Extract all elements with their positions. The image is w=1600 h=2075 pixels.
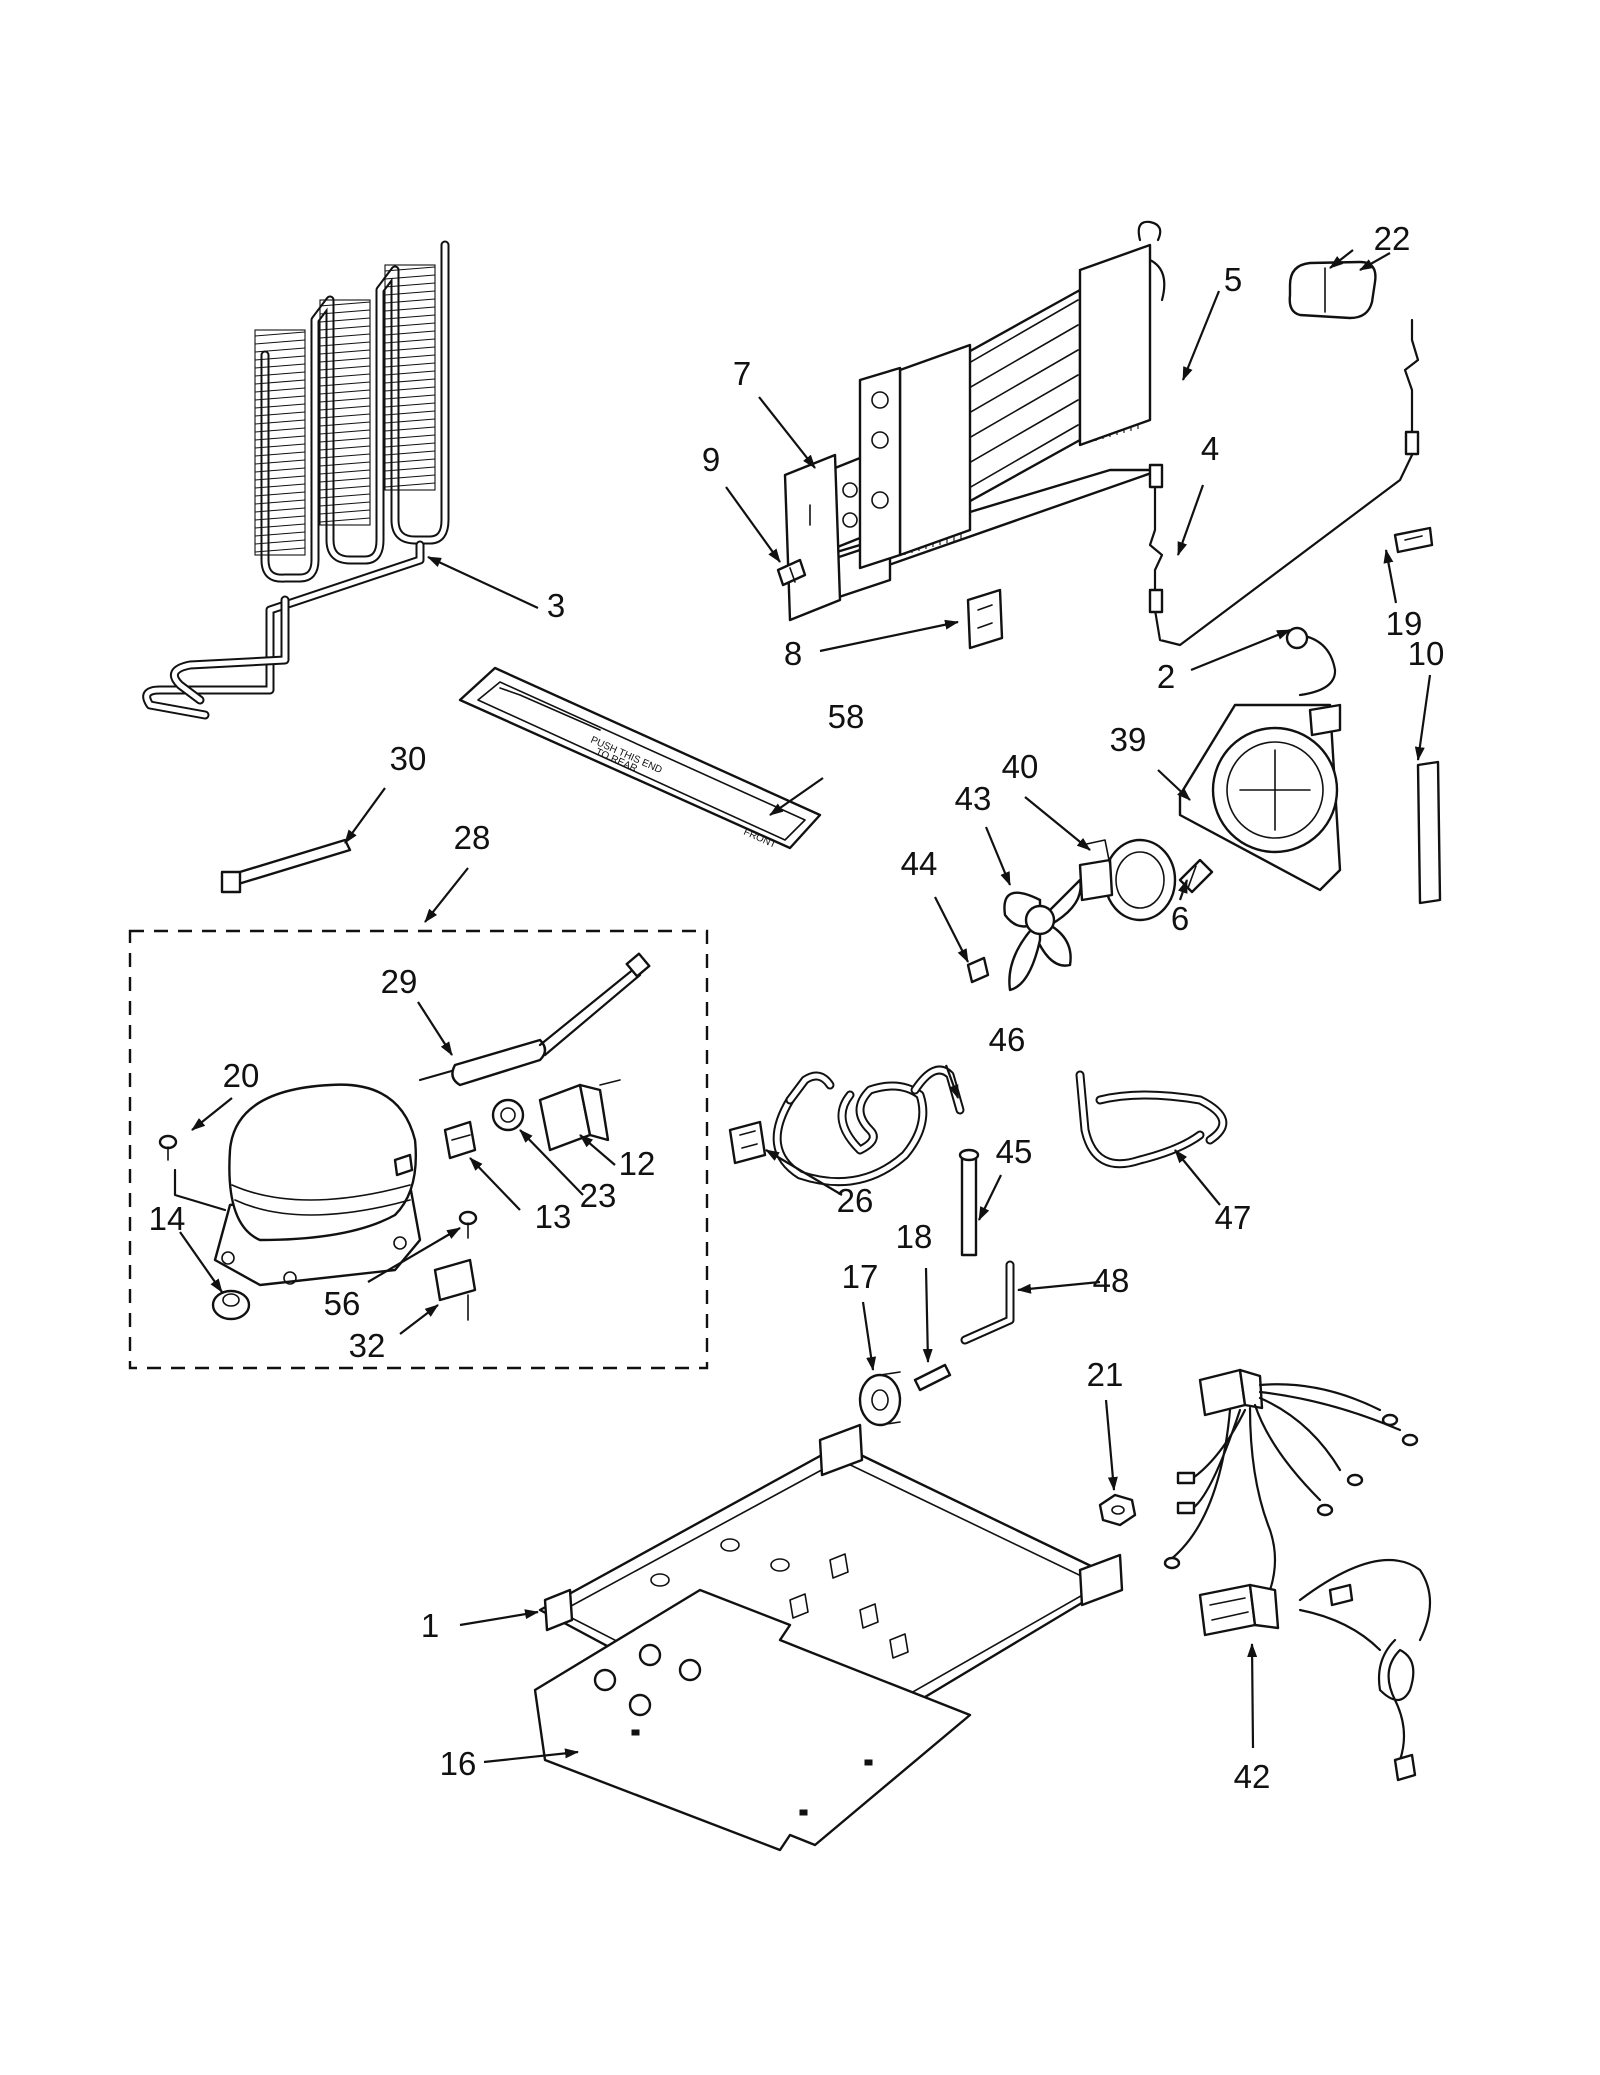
callout-12: 12 xyxy=(619,1145,656,1182)
callout-labels: 1 2 3 4 5 6 7 8 9 10 12 13 14 16 17 18 1… xyxy=(149,220,1445,1795)
callout-56: 56 xyxy=(324,1285,361,1322)
callout-14: 14 xyxy=(149,1200,186,1237)
tube-46-part xyxy=(772,1065,965,1187)
capacitor-32-part xyxy=(433,1258,477,1321)
relay-cover-part xyxy=(538,1079,621,1152)
fan-shroud-part xyxy=(1178,703,1342,892)
callout-42: 42 xyxy=(1234,1758,1271,1795)
sensor-2-part xyxy=(1285,626,1337,697)
callout-10: 10 xyxy=(1408,635,1445,672)
callout-19: 19 xyxy=(1386,605,1423,642)
callout-26: 26 xyxy=(837,1182,874,1219)
wire-harness-part xyxy=(1163,1368,1431,1782)
nut-21-part xyxy=(1098,1493,1137,1527)
fan-blade-part xyxy=(1003,878,1082,992)
insulation-pad-part xyxy=(533,1588,972,1852)
callout-1: 1 xyxy=(421,1607,439,1644)
callout-13: 13 xyxy=(535,1198,572,1235)
callout-45: 45 xyxy=(996,1133,1033,1170)
callout-7: 7 xyxy=(733,355,751,392)
evaporator-cover-part xyxy=(783,453,842,622)
screw-56-part xyxy=(458,1210,478,1239)
grommet-14-part xyxy=(211,1289,251,1321)
tube-48-part xyxy=(960,1260,1015,1345)
drain-tray-part: PUSH THIS END TO REAR FRONT xyxy=(458,666,822,851)
callout-18: 18 xyxy=(896,1218,933,1255)
callout-17: 17 xyxy=(842,1258,879,1295)
overload-23-part xyxy=(491,1098,525,1132)
callout-29: 29 xyxy=(381,963,418,1000)
screw-6-part xyxy=(1178,858,1214,894)
callout-58: 58 xyxy=(828,698,865,735)
clip-44-part xyxy=(966,956,990,984)
strip-10-part xyxy=(1416,760,1442,905)
roller-17-part xyxy=(858,1371,902,1427)
tie-strap-part xyxy=(220,838,352,894)
callout-8: 8 xyxy=(784,635,802,672)
callout-43: 43 xyxy=(955,780,992,817)
callout-39: 39 xyxy=(1110,721,1147,758)
callout-30: 30 xyxy=(390,740,427,777)
callout-40: 40 xyxy=(1002,748,1039,785)
compressor-part xyxy=(173,1083,422,1287)
clip-26-part xyxy=(728,1120,767,1165)
compressor-kit-box xyxy=(128,929,709,1370)
cover-22-part xyxy=(1288,260,1377,320)
callout-48: 48 xyxy=(1093,1262,1130,1299)
callout-23: 23 xyxy=(580,1177,617,1214)
callout-6: 6 xyxy=(1171,900,1189,937)
axle-18-part xyxy=(913,1363,952,1392)
screw-20-part xyxy=(158,1134,178,1161)
callout-32: 32 xyxy=(349,1327,386,1364)
callout-5: 5 xyxy=(1224,261,1242,298)
callout-28: 28 xyxy=(454,819,491,856)
callout-47: 47 xyxy=(1215,1199,1252,1236)
clip-8-part xyxy=(966,588,1004,650)
clip-19-part xyxy=(1393,526,1434,554)
sensor-4-part xyxy=(1148,318,1420,647)
callout-leaders xyxy=(179,249,1432,1764)
callout-16: 16 xyxy=(440,1745,477,1782)
callout-3: 3 xyxy=(547,587,565,624)
fan-motor-part xyxy=(1078,838,1177,922)
callout-22: 22 xyxy=(1374,220,1411,257)
callout-2: 2 xyxy=(1157,658,1175,695)
screw-9-part xyxy=(776,558,807,587)
callout-44: 44 xyxy=(901,845,938,882)
callout-20: 20 xyxy=(223,1057,260,1094)
condenser-coil-part xyxy=(142,240,450,720)
callout-46: 46 xyxy=(989,1021,1026,1058)
pin-45-part xyxy=(958,1148,980,1257)
tube-47-part xyxy=(1075,1070,1228,1169)
callout-9: 9 xyxy=(702,441,720,478)
callout-4: 4 xyxy=(1201,430,1219,467)
callout-21: 21 xyxy=(1087,1356,1124,1393)
evaporator-part xyxy=(808,220,1166,607)
relay-13-part xyxy=(443,1120,477,1160)
filter-drier-part xyxy=(418,952,651,1087)
